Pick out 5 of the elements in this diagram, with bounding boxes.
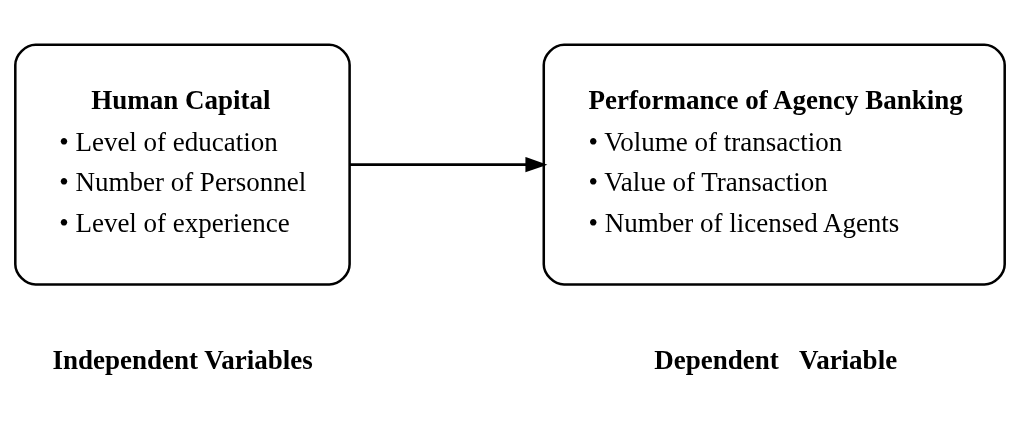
arrow <box>349 156 548 172</box>
node-box: Human Capital • Level of education • Number of Personnel • Level of experience <box>14 43 351 286</box>
node-box: Performance of Agency Banking • Volume of transaction • Value of Transaction • Number of licensed Agents <box>542 43 1006 286</box>
node-label: Independent Variables <box>52 344 313 375</box>
node-label: Dependent Variable <box>654 344 898 375</box>
